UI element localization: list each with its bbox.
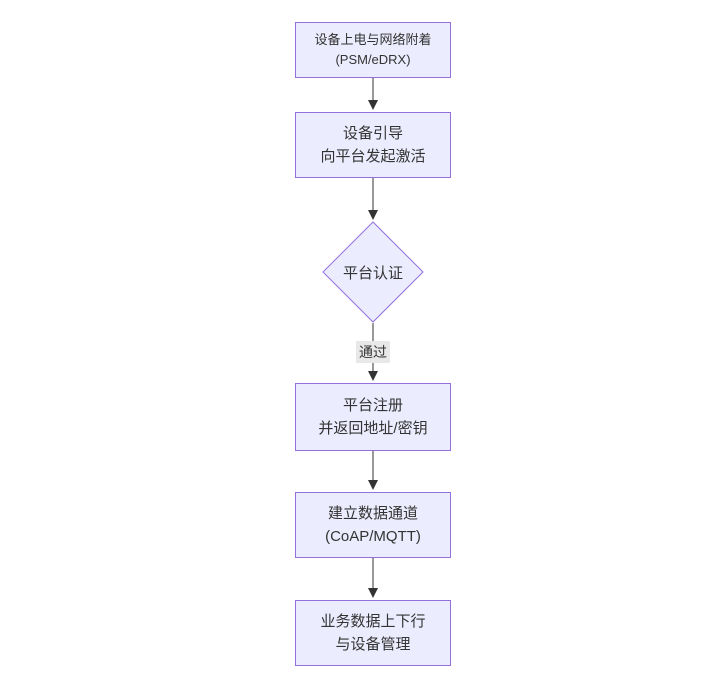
flow-node-data-channel: 建立数据通道 (CoAP/MQTT) — [295, 492, 451, 558]
flow-node-bootstrap: 设备引导 向平台发起激活 — [295, 112, 451, 178]
node-line: 平台认证 — [342, 264, 403, 282]
node-line: 设备引导 — [342, 125, 403, 142]
node-line: (PSM/eDRX) — [335, 52, 411, 67]
node-line: 并返回地址/密钥 — [318, 420, 428, 437]
node-line: 设备上电与网络附着 — [314, 32, 432, 47]
node-line: 平台注册 — [342, 397, 403, 414]
flow-node-platform-register: 平台注册 并返回地址/密钥 — [295, 383, 451, 451]
node-line: 与设备管理 — [335, 636, 411, 653]
node-line: (CoAP/MQTT) — [325, 528, 421, 545]
node-line: 业务数据上下行 — [320, 613, 426, 630]
flow-node-power-attach: 设备上电与网络附着 (PSM/eDRX) — [295, 22, 451, 78]
node-line: 向平台发起激活 — [320, 148, 426, 165]
decision-diamond-shape — [322, 221, 424, 323]
edge-label-pass: 通过 — [356, 341, 390, 363]
flow-node-business-data: 业务数据上下行 与设备管理 — [295, 600, 451, 666]
flow-node-platform-auth: 平台认证 — [323, 222, 423, 322]
node-line: 建立数据通道 — [327, 505, 418, 522]
